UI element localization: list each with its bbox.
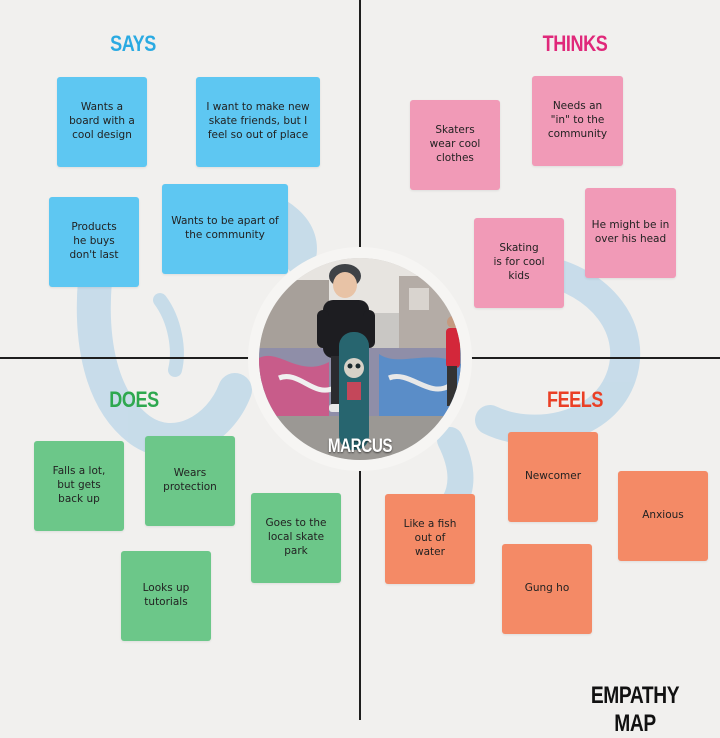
persona-photo [259, 258, 461, 460]
says-note-skate-friends[interactable]: I want to make new skate friends, but I … [196, 77, 320, 167]
thinks-note-cool-clothes[interactable]: Skaters wear cool clothes [410, 100, 500, 190]
does-note-wears-protection[interactable]: Wears protection [145, 436, 235, 526]
feels-title: FEELS [546, 387, 604, 412]
says-note-products-dont-last[interactable]: Products he buys don't last [49, 197, 139, 287]
thinks-title: THINKS [542, 31, 608, 56]
does-title: DOES [109, 387, 159, 412]
does-note-tutorials[interactable]: Looks up tutorials [121, 551, 211, 641]
feels-note-gung-ho[interactable]: Gung ho [502, 544, 592, 634]
says-note-be-part-community[interactable]: Wants to be apart of the community [162, 184, 288, 274]
feels-note-fish-out-of-water[interactable]: Like a fish out of water [385, 494, 475, 584]
thinks-note-over-his-head[interactable]: He might be in over his head [585, 188, 676, 278]
does-note-falls-a-lot[interactable]: Falls a lot, but gets back up [34, 441, 124, 531]
says-note-board-design[interactable]: Wants a board with a cool design [57, 77, 147, 167]
does-note-local-skate-park[interactable]: Goes to the local skate park [251, 493, 341, 583]
empathy-map-title: EMPATHY MAP [590, 682, 680, 737]
feels-note-newcomer[interactable]: Newcomer [508, 432, 598, 522]
says-title: SAYS [110, 31, 156, 56]
persona-name: MARCUS [327, 436, 393, 457]
feels-note-anxious[interactable]: Anxious [618, 471, 708, 561]
thinks-note-needs-in[interactable]: Needs an "in" to the community [532, 76, 623, 166]
thinks-note-cool-kids[interactable]: Skating is for cool kids [474, 218, 564, 308]
